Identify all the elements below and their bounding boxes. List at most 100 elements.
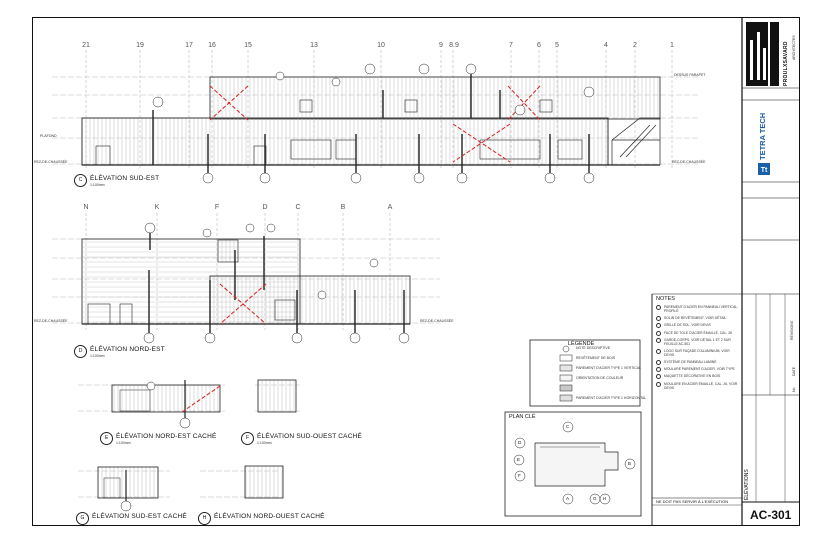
notes-list: PAREMENT D'ACIER EN PANNEAU VERTICAL, PR… [656,305,740,393]
key-plan-marker: C [566,424,570,429]
level-label-ceiling: PLAFOND [40,134,57,138]
view-scale-c: 1:100mm [90,183,105,187]
view-scale-e: 1:100mm [116,441,131,445]
svg-text:Tt: Tt [761,167,768,174]
view-bubble-h: H [198,512,211,525]
note-text: MOULURE PAREMENT D'ACIER, VOIR TYPE [664,366,735,371]
note-item: MAQUETTE DÉCORATIVE EN BOIS [656,374,740,380]
firm-name: PROULXSAVARD [783,41,789,86]
key-plan-marker: D [518,440,522,445]
note-item: PAREMENT D'ACIER EN PANNEAU VERTICAL, PR… [656,305,740,313]
engineer-name: TETRA TECH [758,112,767,160]
grid-label: 17 [185,42,193,49]
grid-label: 5 [555,42,559,49]
view-bubble-d: D [74,345,87,358]
note-text: GARDE-CORPS, VOIR DÉTAIL 1 ET 2 SUR FEUI… [664,337,731,347]
legend-item: NOTE DESCRIPTIVE [576,346,611,350]
key-plan-marker: A [566,496,570,501]
view-scale-d: 1:100mm [90,354,105,358]
note-text: LOGO SUR FAÇADE D'ALUMINIUM, VOIR DEVIS [664,348,730,357]
grid-label: 4 [604,42,608,49]
level-label-roof: DESSUS PARAPET [674,73,706,77]
note-number-icon [656,323,661,329]
legend-item: ORIENTATION DE COULEUR [576,376,624,380]
grid-label: 9 [439,42,443,49]
key-plan-marker: G [593,496,597,501]
key-plan-marker: B [628,461,632,466]
note-number-icon [656,305,661,310]
key-plan-marker: F [518,473,521,478]
key-plan [504,411,642,517]
note-text: FACE DE TOLE D'ACIER ÉMAILLÉ, CAL. 26 [664,330,732,335]
firm-subtitle: ARCHITECTES [792,35,796,60]
note-item: GARDE-CORPS, VOIR DÉTAIL 1 ET 2 SUR FEUI… [656,337,740,347]
elevation-d [52,213,440,344]
drawing-title: ÉLÉVATIONS [744,469,750,500]
note-text: MAQUETTE DÉCORATIVE EN BOIS [664,374,721,379]
level-label-rdc: REZ-DE-CHAUSSÉE [34,319,68,323]
note-text: MOULURE EN ACIER ÉMAILLÉ, CAL. 26, VOIR … [664,381,738,390]
key-plan-marker: H [603,496,607,501]
note-number-icon [656,348,661,354]
grid-label: C [295,204,301,211]
view-bubble-e: E [100,432,113,445]
legend-item: REVÊTEMENT DE BOIS [576,356,616,360]
legend-item: PAREMENT D'ACIER TYPE 1 VERTICAL [576,366,641,370]
view-title-h: ÉLÉVATION NORD-OUEST CACHÉ [214,513,325,520]
note-text: SYSTÈME DE PANNEAU LAMINÉ [664,359,717,364]
note-item: GRILLE DE SOL, VOIR DEVIS [656,323,740,329]
elevation-e [78,380,225,429]
view-title-e: ÉLÉVATION NORD-EST CACHÉ [116,433,217,440]
grid-label: 2 [633,42,637,49]
revision-no-label: No. [792,386,796,392]
view-title-d: ÉLÉVATION NORD-EST [90,346,165,353]
firm-logo [746,22,779,86]
grid-label: 21 [82,42,90,49]
note-number-icon [656,330,661,336]
grid-label: 7 [509,42,513,49]
note-text: PAREMENT D'ACIER EN PANNEAU VERTICAL, PR… [664,305,739,314]
grid-label: D [262,204,268,211]
tetra-tech-mark: Tt [758,163,770,175]
execution-stamp: NE DOIT PAS SERVIR À L'EXÉCUTION [656,499,729,504]
elevation-g [78,466,170,512]
view-title-g: ÉLÉVATION SUD-EST CACHÉ [92,513,187,520]
note-item: MOULURE PAREMENT D'ACIER, VOIR TYPE [656,366,740,372]
note-item: FACE DE TOLE D'ACIER ÉMAILLÉ, CAL. 26 [656,330,740,336]
grid-label: F [214,204,220,211]
grid-label: 13 [310,42,318,49]
grid-label: 8.9 [449,42,459,49]
note-item: LOGO SUR FAÇADE D'ALUMINIUM, VOIR DEVIS [656,348,740,357]
legend-heading: LÉGENDE [568,341,595,347]
sheet-number: AC-301 [750,508,792,522]
level-label-rdc: REZ-DE-CHAUSSÉE [34,160,68,164]
legend-box [529,339,641,407]
view-scale-f: 1:100mm [257,441,272,445]
level-label-rdc: REZ-DE-CHAUSSÉE [672,160,706,164]
legend-item: PAREMENT D'ACIER TYPE 1 HORIZONTAL [576,396,647,400]
grid-label: 16 [208,42,216,49]
note-text: SOLIN DE REVÊTEMENT, VOIR DÉTAIL [664,315,727,320]
note-item: SYSTÈME DE PANNEAU LAMINÉ [656,359,740,365]
note-item: MOULURE EN ACIER ÉMAILLÉ, CAL. 26, VOIR … [656,381,740,390]
note-number-icon [656,337,661,343]
note-text: GRILLE DE SOL, VOIR DEVIS [664,323,711,328]
grid-label: 10 [377,42,385,49]
note-number-icon [656,366,661,372]
note-number-icon [656,381,661,387]
key-plan-marker: E [517,457,521,462]
note-item: SOLIN DE REVÊTEMENT, VOIR DÉTAIL [656,315,740,321]
view-title-f: ÉLÉVATION SUD-OUEST CACHÉ [257,433,363,440]
view-bubble-c: C [74,174,87,187]
grid-label: 1 [670,42,674,49]
view-title-c: ÉLÉVATION SUD-EST [90,175,160,182]
grid-label: K [154,204,160,211]
notes-heading: NOTES [656,296,675,302]
revisions-label: RÉVISIONS [790,320,794,340]
title-block-lines [651,17,800,526]
note-number-icon [656,315,661,321]
grid-label: N [83,204,89,211]
elevation-c [52,50,700,184]
